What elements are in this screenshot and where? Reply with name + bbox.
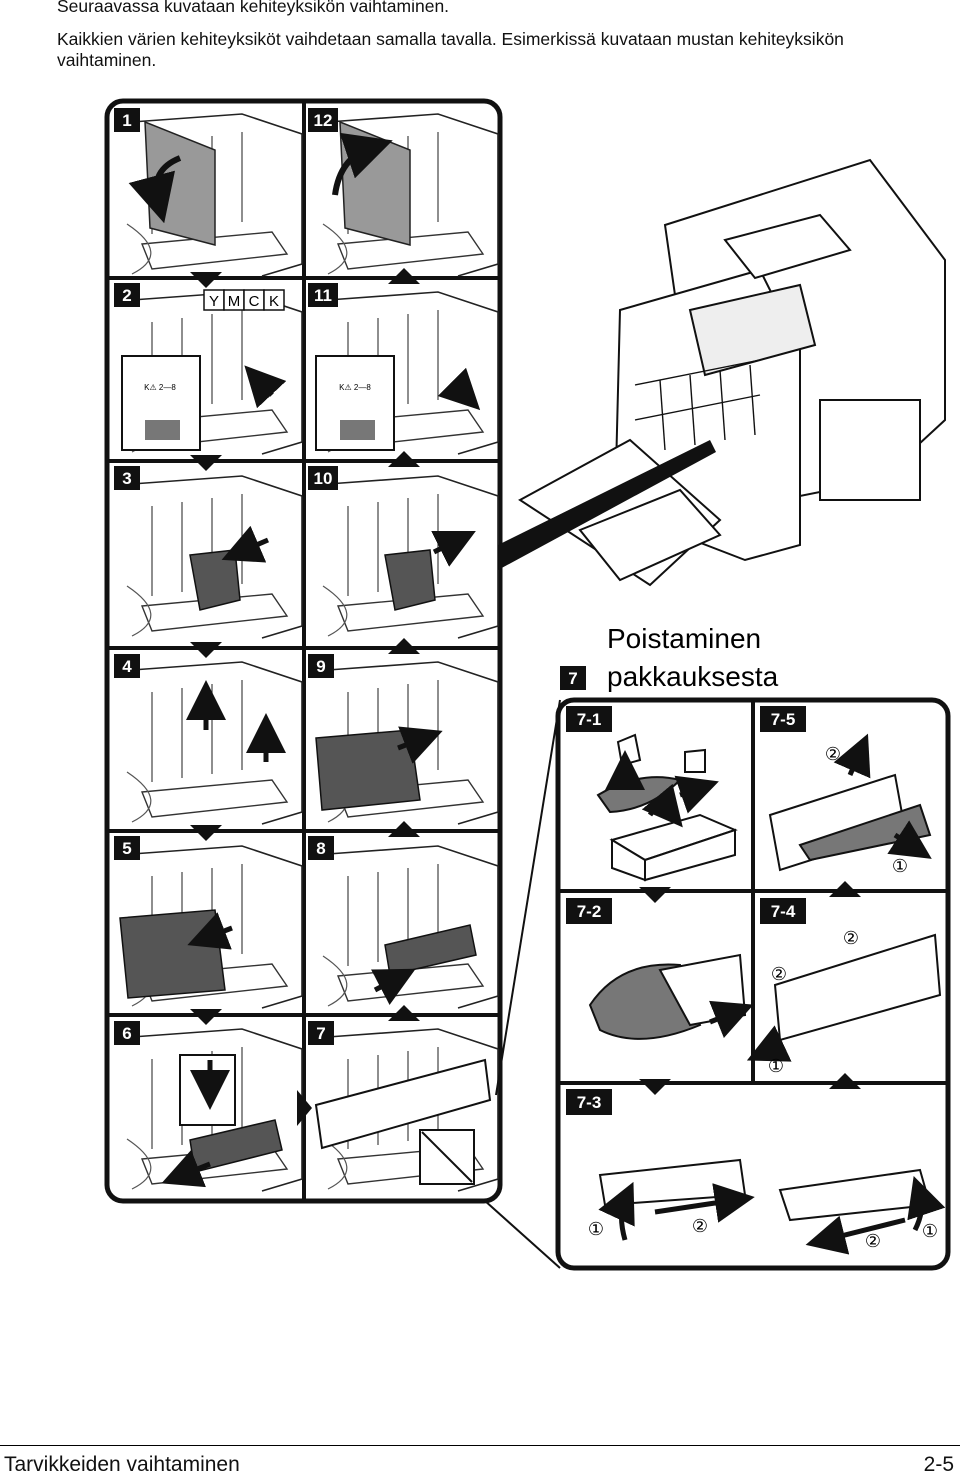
step-badge-10: 10 <box>314 469 333 488</box>
step-badge-1: 1 <box>122 111 131 130</box>
substep-7-5: 7-5 <box>771 710 796 729</box>
substep-7-4: 7-4 <box>771 902 796 921</box>
marker-2-b: ② <box>843 928 859 949</box>
intro-text: Seuraavassa kuvataan kehiteyksikön vaiht… <box>57 0 937 71</box>
marker-1-c: ① <box>588 1219 604 1240</box>
flow-triangles <box>190 268 420 1126</box>
toner-label-k: K <box>269 293 279 310</box>
intro-line-1: Seuraavassa kuvataan kehiteyksikön vaiht… <box>57 0 450 16</box>
developer-unit-7 <box>314 1058 492 1150</box>
substep-7-1: 7-1 <box>577 710 602 729</box>
developer-8 <box>384 924 477 976</box>
step-badge-9: 9 <box>316 657 325 676</box>
step-badge-12: 12 <box>314 111 333 130</box>
close-arrow <box>332 132 393 196</box>
step-badge-4: 4 <box>122 657 132 676</box>
unpack-step-badge: 7 <box>568 669 577 688</box>
waste-box-5 <box>119 909 226 999</box>
toner-color-labels: Y M C K <box>203 289 285 311</box>
footer-section-title: Tarvikkeiden vaihtaminen <box>4 1453 240 1476</box>
unpack-flow-triangles <box>639 881 861 1095</box>
unpack-title-line-2: pakkauksesta <box>607 661 779 692</box>
marker-1-d: ① <box>922 1221 938 1242</box>
substep-7-2: 7-2 <box>577 902 602 921</box>
step-markers: ② ① ② ② ① ① ② ② ① <box>588 744 938 1252</box>
inset-label-11: K⚠ 2—8 <box>339 383 371 392</box>
step-badge-6: 6 <box>122 1024 131 1043</box>
step-badge-3: 3 <box>122 469 131 488</box>
direction-arrows <box>161 365 481 1188</box>
footer-rule <box>0 1445 960 1446</box>
inset-label-2: K⚠ 2—8 <box>144 383 176 392</box>
toner-label-m: M <box>228 293 241 310</box>
marker-2-a: ② <box>825 744 841 765</box>
unpack-arrows <box>598 733 946 1255</box>
zoom-connector-top <box>498 440 716 570</box>
step-badge-5: 5 <box>122 839 131 858</box>
marker-2-e: ② <box>865 1231 881 1252</box>
marker-1-b: ① <box>768 1056 784 1077</box>
toner-cartridge-10 <box>384 549 436 611</box>
marker-2-c: ② <box>771 964 787 985</box>
open-arrow <box>128 155 182 224</box>
marker-2-d: ② <box>692 1216 708 1237</box>
toner-label-y: Y <box>209 293 219 310</box>
step-badge-8: 8 <box>316 839 325 858</box>
intro-line-2: Kaikkien värien kehiteyksiköt vaihdetaan… <box>57 29 844 70</box>
footer-page-number: 2-5 <box>923 1453 954 1476</box>
unpack-title-line-1: Poistaminen <box>607 623 761 654</box>
step-badge-7: 7 <box>316 1024 325 1043</box>
step-badge-2: 2 <box>122 286 131 305</box>
printer-illustration <box>518 158 946 587</box>
toner-label-c: C <box>249 293 260 310</box>
substep-7-3: 7-3 <box>577 1093 602 1112</box>
marker-1-a: ① <box>892 856 908 877</box>
waste-box-9 <box>315 729 421 811</box>
step-badge-11: 11 <box>314 286 332 305</box>
toner-cartridge-3 <box>189 549 241 611</box>
